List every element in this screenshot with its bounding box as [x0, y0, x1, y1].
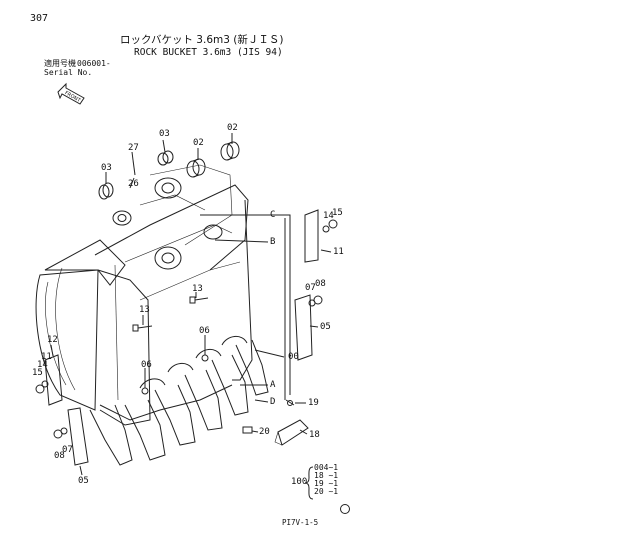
serial-label-en: Serial No.	[44, 68, 93, 77]
front-arrow-shape	[57, 82, 85, 105]
bucket-shell-curve	[45, 281, 67, 386]
bolt-06-upper	[201, 340, 209, 362]
part-label-02-lower: 02	[193, 138, 204, 148]
part-label-03-upper: 03	[159, 129, 170, 139]
part-label-02-upper: 02	[227, 123, 238, 133]
bushing-02-lower	[186, 158, 206, 178]
side-cutter-05-left	[67, 407, 89, 466]
bucket-inner-side	[114, 264, 119, 401]
bucket-front-edge	[97, 269, 151, 426]
part-label-19: 19	[308, 398, 319, 408]
nut-15-right	[328, 219, 338, 229]
bucket-right-side	[232, 199, 253, 381]
part-label-08-right: 08	[315, 279, 326, 289]
kit-line-2: 18 ~1	[314, 471, 339, 480]
footer-code: PI7V-1-5	[282, 518, 319, 527]
pin-27	[132, 159, 136, 176]
spare-pin-19	[285, 399, 295, 406]
nut-14-left	[41, 380, 49, 388]
kit-line-1: 004~1	[314, 463, 339, 472]
callout-C: C	[270, 210, 276, 220]
bushing-03-lower	[98, 182, 114, 200]
part-label-27: 27	[128, 143, 139, 153]
kit-line-3: 19 ~1	[314, 479, 339, 488]
bucket-side-curve	[55, 267, 76, 391]
bushing-03-upper	[157, 150, 174, 166]
part-label-07-right: 07	[305, 283, 316, 293]
part-label-15-right: 15	[332, 208, 343, 218]
nut-15-left	[35, 384, 45, 394]
bucket-back-wall	[94, 184, 249, 271]
part-label-14-left: 14	[37, 360, 48, 370]
side-cutter-05-right	[294, 294, 313, 361]
leader-lines	[50, 133, 332, 476]
serial-label-jp: 適用号機	[44, 59, 76, 68]
part-label-14-right: 14	[323, 211, 334, 221]
boss-arm-2	[139, 194, 206, 211]
bucket-bottom-lip	[99, 384, 233, 421]
part-label-12: 12	[47, 335, 58, 345]
boss-upper-right-inner	[161, 182, 175, 194]
part-label-13-upper: 13	[192, 284, 203, 294]
part-label-05-right: 05	[320, 322, 331, 332]
boss-upper-left	[112, 210, 132, 226]
bolt-13-lower	[132, 324, 153, 332]
part-label-08-left: 08	[54, 451, 65, 461]
spare-lock-20	[242, 426, 253, 434]
page-number: 307	[30, 13, 49, 24]
kit-line-4: 20 ~1	[314, 487, 339, 496]
callout-lines	[200, 214, 291, 403]
kit-brace	[304, 466, 314, 500]
side-cutter-12	[44, 354, 63, 406]
part-label-11: 11	[333, 247, 344, 257]
part-label-20: 20	[259, 427, 270, 437]
tooth-row	[89, 339, 269, 466]
part-label-13-lower: 13	[139, 305, 150, 315]
part-label-26: 26	[128, 179, 139, 189]
bolt-13-upper	[189, 296, 209, 304]
boss-arm	[149, 164, 233, 246]
boss-mid	[203, 224, 223, 240]
title-jp: ロックバケット 3.6m3 (新ＪＩＳ)	[120, 34, 284, 46]
part-label-06-lower: 06	[141, 360, 152, 370]
serial-value: 006001-	[77, 59, 111, 68]
bushing-02-upper	[220, 141, 240, 161]
callout-D: D	[270, 397, 276, 407]
nut-07-left	[60, 427, 68, 435]
boss-lower	[154, 246, 182, 270]
bucket-side-ridge	[139, 261, 241, 301]
part-label-06-upper: 06	[199, 326, 210, 336]
callout-A: A	[270, 380, 276, 390]
part-label-03-lower: 03	[101, 163, 112, 173]
part-label-00: 00	[288, 352, 299, 362]
nut-08-right	[313, 295, 323, 305]
mark-circle	[340, 504, 350, 514]
tooth-adapter-row	[139, 336, 248, 389]
part-label-11-left: 11	[41, 352, 52, 362]
nut-07-right	[308, 299, 316, 307]
spare-tooth-18-edge	[274, 431, 283, 446]
part-label-18: 18	[309, 430, 320, 440]
bucket-outer-shell	[35, 269, 99, 411]
spare-tooth-18	[277, 419, 309, 446]
title-en: ROCK BUCKET 3.6m3 (JIS 94)	[134, 47, 283, 58]
bolt-06-lower	[141, 375, 149, 395]
nut-08-left	[53, 429, 63, 439]
boss-upper-right	[154, 177, 182, 199]
boss-lower-inner	[161, 252, 175, 264]
kit-number: 100	[291, 477, 308, 487]
boss-upper-left-inner	[117, 214, 127, 222]
bucket-side-plate-left	[44, 239, 126, 286]
bucket-inner-wall	[124, 224, 233, 263]
part-label-15-left: 15	[32, 368, 43, 378]
callout-B: B	[270, 237, 276, 247]
part-label-05-left: 05	[78, 476, 89, 486]
part-label-07-left: 07	[62, 445, 73, 455]
side-cutter-11	[304, 209, 319, 263]
nut-14-right	[322, 225, 330, 233]
